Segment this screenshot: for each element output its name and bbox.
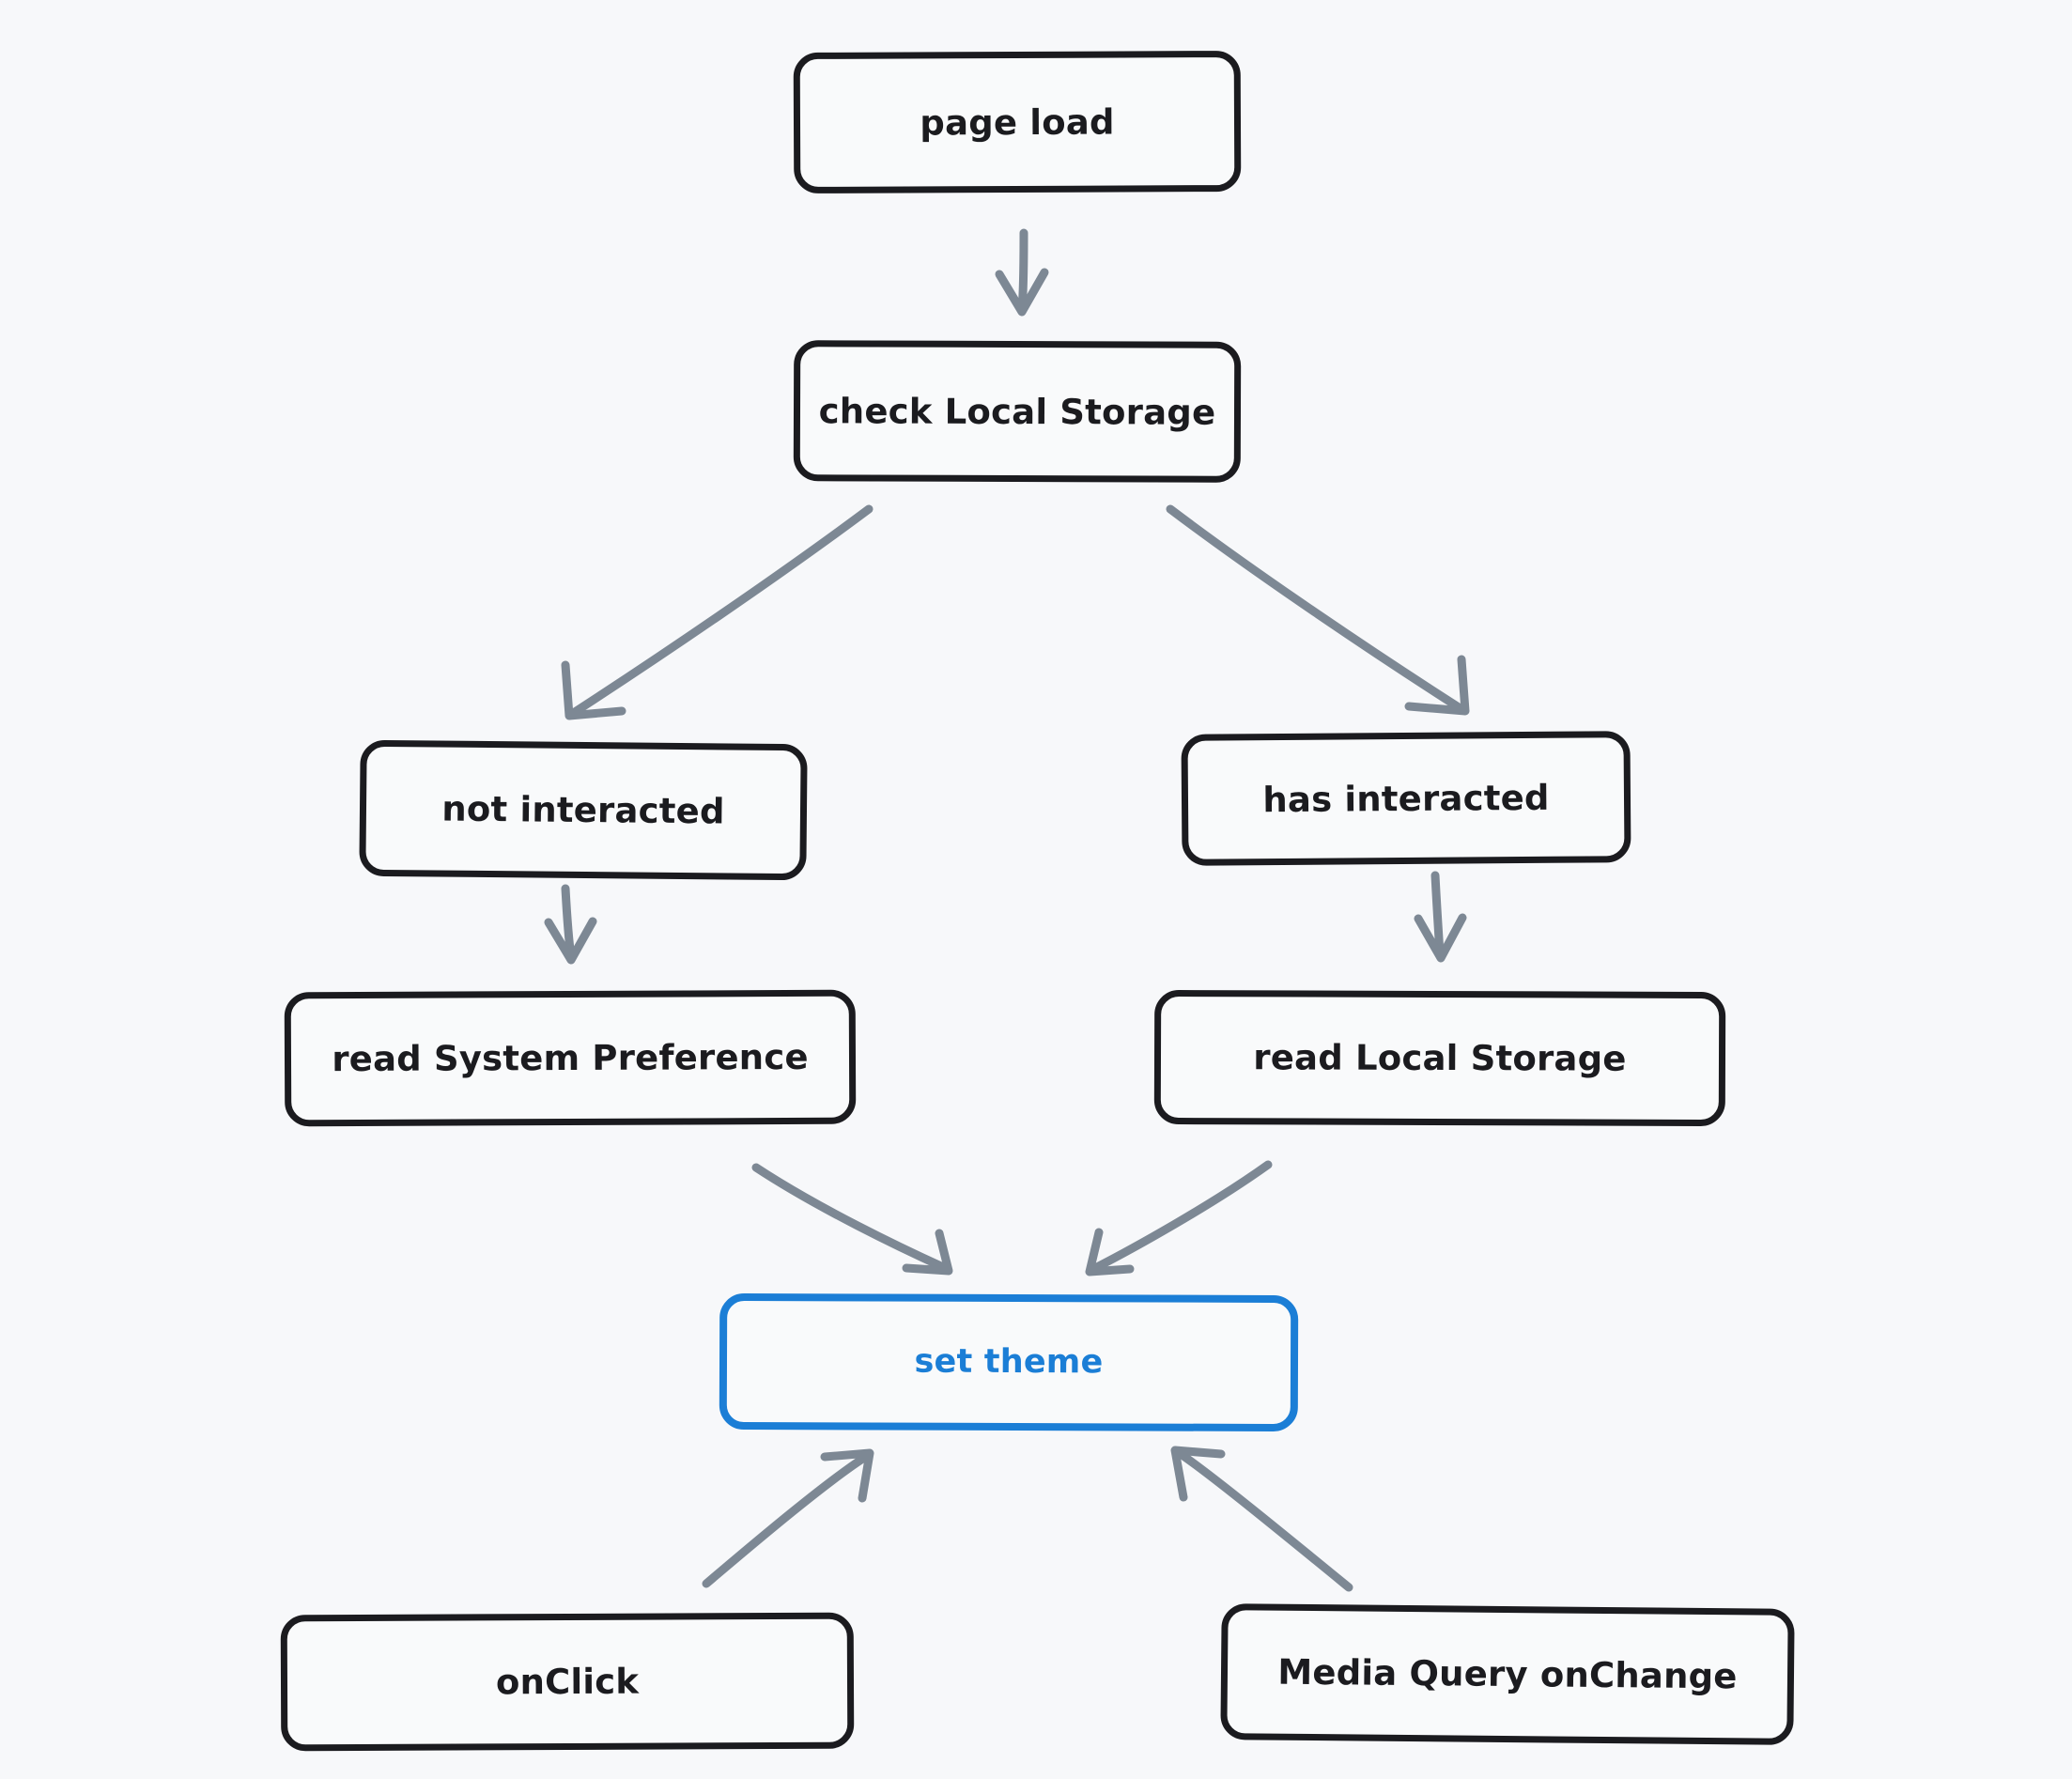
node-read-system-preference[interactable]: read System Preference <box>284 989 857 1127</box>
node-set-theme[interactable]: set theme <box>719 1292 1299 1432</box>
node-on-click[interactable]: onClick <box>280 1612 855 1752</box>
edge-check-local-storage-to-not-interacted <box>561 504 874 720</box>
edge-on-click-to-set-theme <box>702 1448 874 1588</box>
edge-has-interacted-to-read-local-storage <box>1414 871 1467 963</box>
node-check-local-storage[interactable]: check Local Storage <box>793 340 1242 483</box>
node-page-load[interactable]: page load <box>793 50 1242 194</box>
node-label: not interacted <box>441 788 725 832</box>
node-media-query-onchange[interactable]: Media Query onChange <box>1220 1603 1795 1745</box>
node-label: set theme <box>914 1342 1104 1382</box>
node-label: onClick <box>495 1661 640 1703</box>
node-read-local-storage[interactable]: read Local Storage <box>1153 989 1726 1127</box>
node-label: page load <box>920 101 1115 143</box>
edge-check-local-storage-to-has-interacted <box>1166 504 1470 716</box>
edge-read-system-preference-to-set-theme <box>751 1163 953 1276</box>
edge-not-interacted-to-read-system-preference <box>544 884 597 965</box>
edge-page-load-to-check-local-storage <box>995 228 1049 317</box>
edge-read-local-storage-to-set-theme <box>1085 1160 1273 1276</box>
node-label: read System Preference <box>332 1036 809 1080</box>
node-label: check Local Storage <box>818 390 1216 433</box>
node-not-interacted[interactable]: not interacted <box>359 739 808 881</box>
node-has-interacted[interactable]: has interacted <box>1181 731 1631 866</box>
edge-media-query-onchange-to-set-theme <box>1170 1446 1353 1592</box>
node-label: has interacted <box>1262 777 1550 820</box>
node-label: read Local Storage <box>1253 1037 1627 1079</box>
node-label: Media Query onChange <box>1277 1651 1738 1697</box>
